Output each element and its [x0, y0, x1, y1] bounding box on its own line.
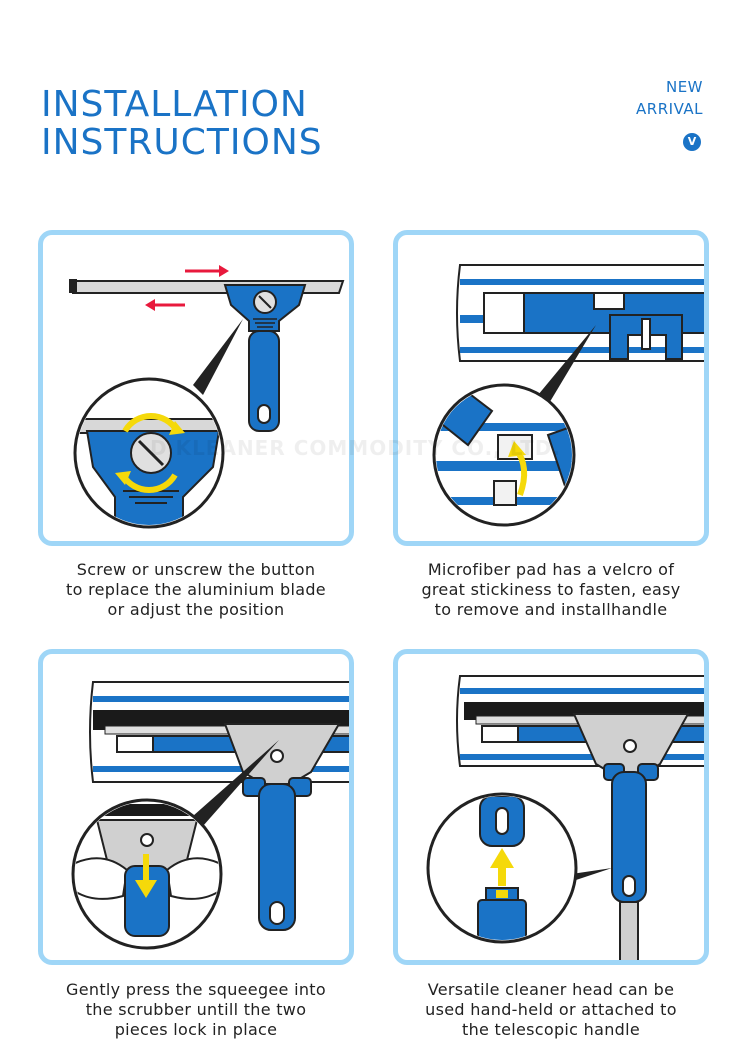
caption-line: the telescopic handle — [462, 1020, 640, 1039]
step-3-illustration — [38, 649, 354, 965]
caption-line: the scrubber untill the two — [85, 1000, 307, 1019]
step-2-illustration — [393, 230, 709, 546]
step-1-caption: Screw or unscrew the button to replace t… — [31, 560, 361, 620]
badge-line-1: NEW — [665, 78, 703, 96]
caption-line: Gently press the squeegee into — [66, 980, 326, 999]
caption-line: or adjust the position — [107, 600, 285, 619]
step-4-caption: Versatile cleaner head can be used hand-… — [386, 980, 716, 1040]
caption-line: to replace the aluminium blade — [66, 580, 326, 599]
new-arrival-badge: NEW ARRIVAL — [636, 76, 703, 120]
caption-line: pieces lock in place — [114, 1020, 278, 1039]
caption-line: Microfiber pad has a velcro of — [427, 560, 675, 579]
caption-line: great stickiness to fasten, easy — [421, 580, 681, 599]
caption-line: used hand-held or attached to — [425, 1000, 677, 1019]
step-2-caption: Microfiber pad has a velcro of great sti… — [386, 560, 716, 620]
caption-line: to remove and installhandle — [434, 600, 668, 619]
step-4-illustration — [393, 649, 709, 965]
caption-line: Versatile cleaner head can be — [427, 980, 675, 999]
watermark: D KLEANER COMMODITY CO., LTD. — [150, 436, 562, 460]
step-1-illustration — [38, 230, 354, 546]
page-title: INSTALLATION INSTRUCTIONS — [41, 86, 323, 162]
chevron-down-icon: V — [683, 133, 701, 151]
caption-line: Screw or unscrew the button — [76, 560, 316, 579]
step-3-caption: Gently press the squeegee into the scrub… — [31, 980, 361, 1040]
title-line-1: INSTALLATION — [41, 84, 308, 125]
badge-line-2: ARRIVAL — [636, 100, 703, 118]
title-line-2: INSTRUCTIONS — [41, 122, 323, 163]
